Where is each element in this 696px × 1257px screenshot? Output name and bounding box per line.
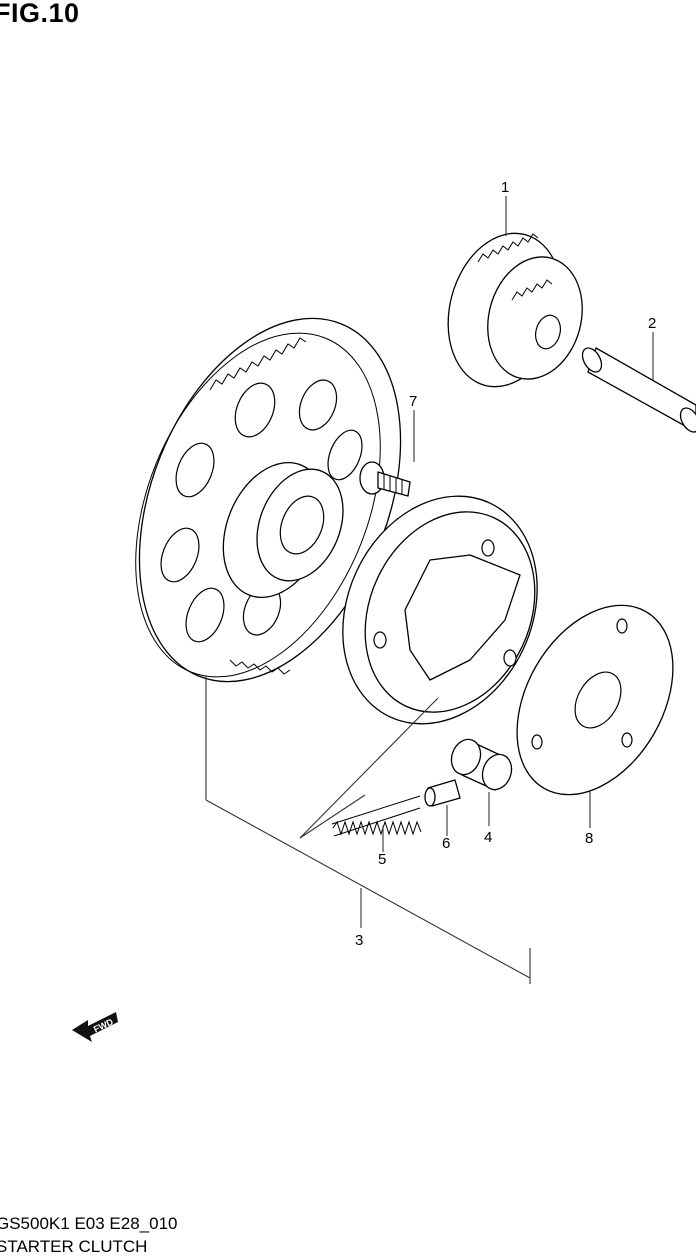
forward-arrow-icon: FWD xyxy=(72,1012,118,1042)
callout-5: 5 xyxy=(378,851,386,868)
leader-lines xyxy=(205,196,654,984)
callout-3: 3 xyxy=(355,932,363,949)
thrust-washer xyxy=(516,604,674,796)
callout-7: 7 xyxy=(409,393,417,410)
model-code: GS500K1 E03 E28_010 xyxy=(0,1214,178,1233)
figure-name: STARTER CLUTCH xyxy=(0,1237,148,1256)
callout-6: 6 xyxy=(442,835,450,852)
callout-8: 8 xyxy=(585,830,593,847)
callout-1: 1 xyxy=(501,179,509,196)
starter-driven-gear xyxy=(135,317,402,683)
clutch-roller xyxy=(450,738,513,791)
roller-spring xyxy=(331,795,422,837)
figure-title: FIG.10 xyxy=(0,0,80,28)
one-way-clutch xyxy=(342,495,538,725)
idle-gear-shaft xyxy=(581,347,696,433)
spring-cap xyxy=(424,779,461,807)
callout-4: 4 xyxy=(484,829,492,846)
callout-2: 2 xyxy=(648,315,656,332)
idle-gear xyxy=(447,232,583,388)
bolt xyxy=(359,461,411,497)
